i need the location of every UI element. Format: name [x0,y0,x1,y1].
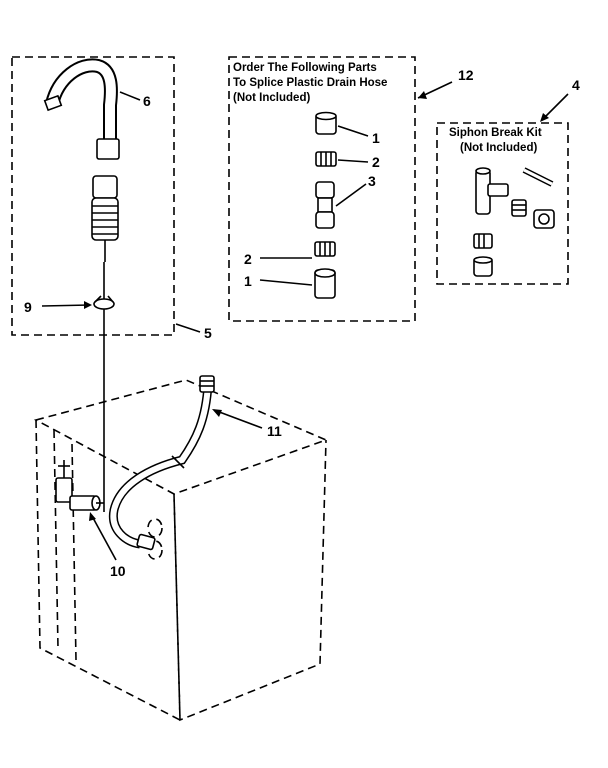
callout-6: 6 [143,93,151,109]
cabinet-top [33,379,329,495]
leader-1-top [337,125,369,137]
cabinet-left-face [35,419,181,722]
siphon-rod [522,167,554,187]
washer-cabinet [33,379,329,722]
splice-title-line2: To Splice Plastic Drain Hose [233,77,387,89]
callout-4: 4 [572,77,580,93]
cabinet-right-face [173,439,327,722]
cabinet-inner-edge-2 [71,443,77,661]
leader-5 [175,323,201,333]
callout-12: 12 [458,67,474,83]
splice-sleeve-part-1-top [315,111,337,135]
splice-title-line3: (Not Included) [233,92,310,104]
siphon-title-line1: Siphon Break Kit [449,127,542,139]
callout-10: 10 [110,563,126,579]
drain-hook-part-6 [43,58,120,160]
siphon-sleeve-bottom [473,256,493,277]
callout-3: 3 [368,173,376,189]
callout-2-top: 2 [372,154,380,170]
leader-1-bottom [259,279,313,286]
drain-connector-part-10 [55,460,104,511]
drain-hose-part-11 [108,375,215,551]
group-12-dashed-box [228,56,416,322]
callout-1-bottom: 1 [244,273,252,289]
hose-end-fitting [91,175,119,262]
siphon-kit-group: Siphon Break Kit (Not Included) [436,122,569,285]
group-5-dashed-box [11,56,175,336]
arrow-4 [540,113,549,122]
arrow-11 [212,409,222,417]
splice-title-line1: Order The Following Parts [233,62,377,74]
siphon-fitting-right [533,209,555,229]
callout-11: 11 [267,423,282,439]
callout-1-top: 1 [372,130,380,146]
hook-assembly-group [11,56,175,512]
siphon-nut-right [511,199,527,217]
splice-connector-part-3 [315,181,335,229]
leader-10 [91,515,117,561]
siphon-nut-bottom [473,233,493,249]
siphon-tee-fitting [475,167,509,215]
callout-2-bottom: 2 [244,251,252,267]
leader-4 [541,93,569,121]
siphon-title-line2: (Not Included) [460,142,537,154]
leader-9 [41,304,91,307]
leader-11 [213,409,263,429]
splice-sleeve-part-1-bottom [314,268,336,299]
cabinet-port-lower [147,540,163,560]
hose-clamp-part-9 [93,262,115,310]
group-4-dashed-box [436,122,569,285]
leader-2-top [337,159,369,163]
arrow-10 [89,512,96,521]
leader-6 [119,91,141,101]
arrow-9 [84,301,92,309]
leader-3 [335,183,367,207]
callout-9: 9 [24,299,32,315]
splice-nut-part-2-top [315,151,337,167]
cabinet-inner-edge [53,429,59,649]
cabinet-port-upper [147,518,163,538]
splice-nut-part-2-bottom [314,241,336,257]
callout-5: 5 [204,325,212,341]
arrow-12 [418,91,427,99]
splice-parts-group: Order The Following Parts To Splice Plas… [228,56,416,322]
